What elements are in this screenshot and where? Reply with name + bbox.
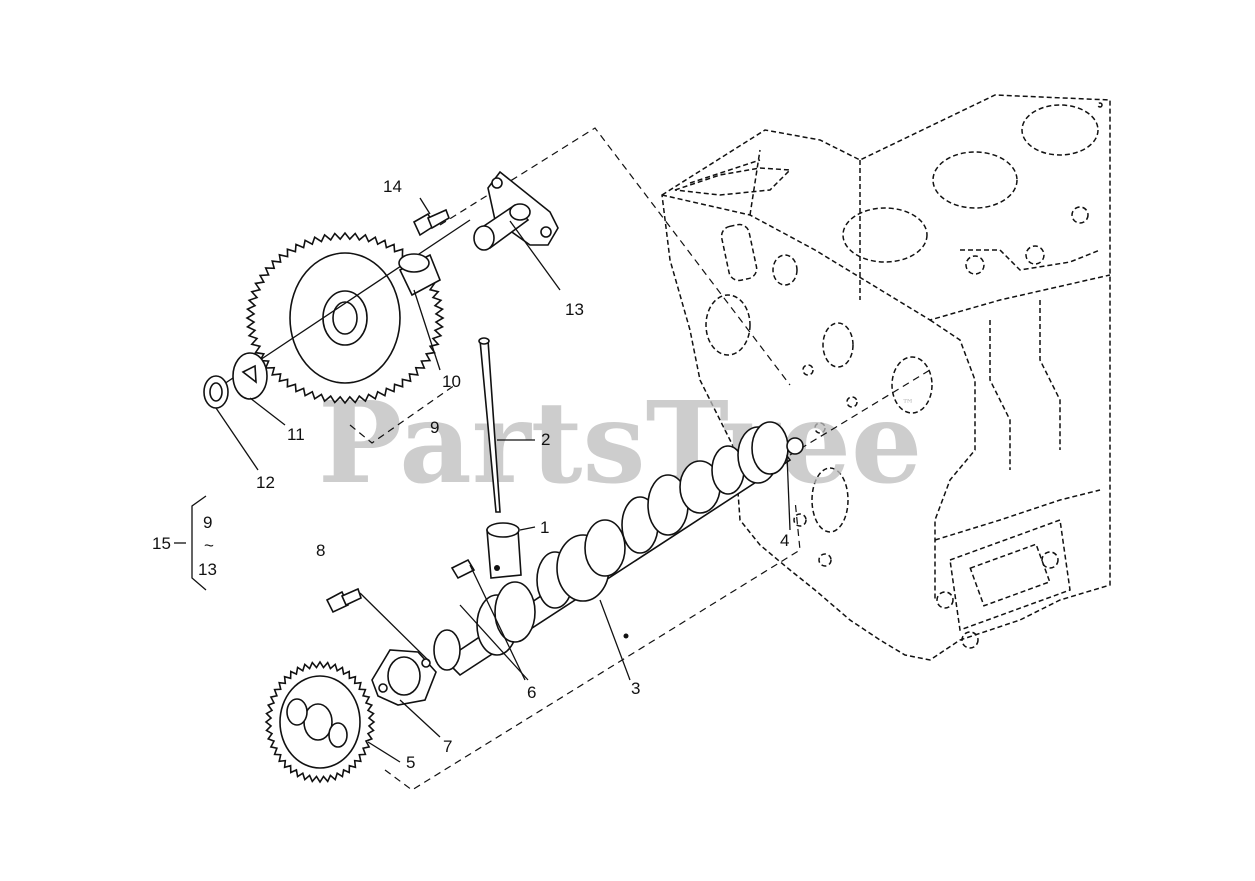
kit-number: 15 bbox=[152, 534, 171, 553]
push-rod bbox=[478, 337, 501, 513]
thrust-plate bbox=[371, 649, 437, 706]
tappet bbox=[486, 522, 522, 579]
callouts: 14 13 10 9 11 12 2 1 4 8 3 6 7 5 bbox=[256, 177, 789, 772]
callout-9: 9 bbox=[430, 418, 439, 437]
callout-10: 10 bbox=[442, 372, 461, 391]
callout-3: 3 bbox=[631, 679, 640, 698]
engine-block bbox=[661, 94, 1111, 661]
callout-1: 1 bbox=[540, 518, 549, 537]
leader-lines bbox=[215, 197, 791, 763]
woodruff-key bbox=[450, 558, 476, 580]
callout-14: 14 bbox=[383, 177, 402, 196]
idler-shaft-plate bbox=[473, 170, 559, 251]
camshaft bbox=[433, 421, 792, 677]
kit-range-start: 9 bbox=[203, 513, 212, 532]
watermark: PartsTree ™ bbox=[318, 378, 922, 509]
bolt-8 bbox=[325, 587, 362, 614]
callout-6: 6 bbox=[527, 683, 536, 702]
callout-13: 13 bbox=[565, 300, 584, 319]
plug bbox=[786, 437, 804, 455]
kit-range-end: 13 bbox=[198, 560, 217, 579]
callout-8: 8 bbox=[316, 541, 325, 560]
callout-11: 11 bbox=[287, 425, 305, 444]
kit-range-separator: ~ bbox=[204, 536, 214, 555]
callout-4: 4 bbox=[780, 531, 789, 550]
watermark-text: PartsTree bbox=[318, 378, 922, 509]
cam-gear bbox=[264, 660, 376, 784]
bolt-14 bbox=[412, 208, 450, 237]
idler-gear bbox=[214, 219, 471, 405]
callout-2: 2 bbox=[541, 430, 550, 449]
callout-12: 12 bbox=[256, 473, 275, 492]
callout-7: 7 bbox=[443, 737, 452, 756]
watermark-trademark: ™ bbox=[902, 397, 914, 411]
circlip bbox=[203, 375, 229, 409]
kit-reference: 15 9 ~ 13 bbox=[152, 495, 217, 591]
idler-bushing bbox=[398, 253, 442, 297]
thrust-washer bbox=[232, 352, 268, 400]
callout-5: 5 bbox=[406, 753, 415, 772]
